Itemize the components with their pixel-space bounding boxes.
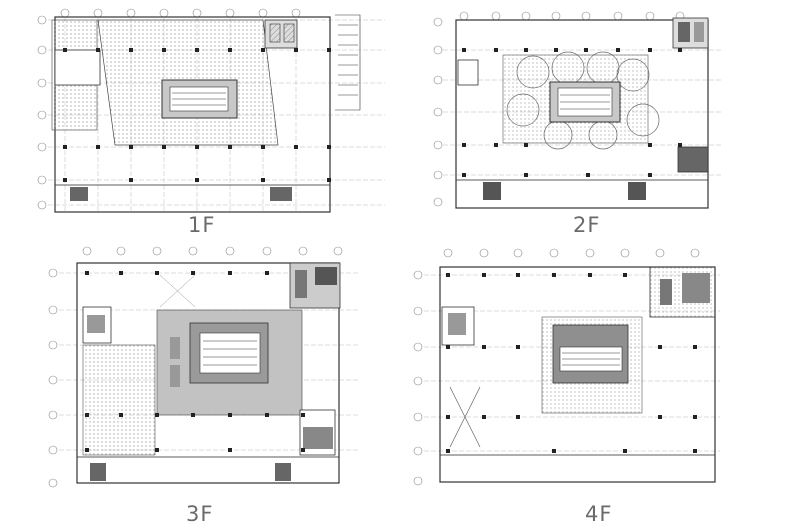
floor-plan-3f — [45, 245, 365, 490]
floor-plan-1f-drawing — [37, 8, 385, 213]
floor-label-4f: 4F — [585, 502, 613, 526]
floor-plan-4f-drawing — [413, 248, 720, 486]
grid-axis-left — [413, 270, 423, 486]
floor-label-2f: 2F — [573, 213, 601, 237]
grid-axis-left — [48, 268, 58, 488]
grid-axis-left — [433, 17, 443, 207]
floor-plan-2f — [428, 10, 728, 215]
floor-plan-3f-drawing — [48, 246, 360, 488]
grid-axis-top — [82, 246, 343, 256]
grid-axis-top — [60, 8, 301, 18]
floor-plan-1f — [30, 5, 390, 215]
grid-axis-left — [37, 15, 47, 210]
floor-plan-4f — [410, 247, 730, 492]
floor-label-3f: 3F — [186, 502, 214, 526]
floor-plan-2f-drawing — [433, 11, 723, 209]
floor-label-1f: 1F — [188, 213, 216, 237]
grid-axis-top — [443, 248, 700, 258]
grid-axis-top — [459, 11, 685, 21]
